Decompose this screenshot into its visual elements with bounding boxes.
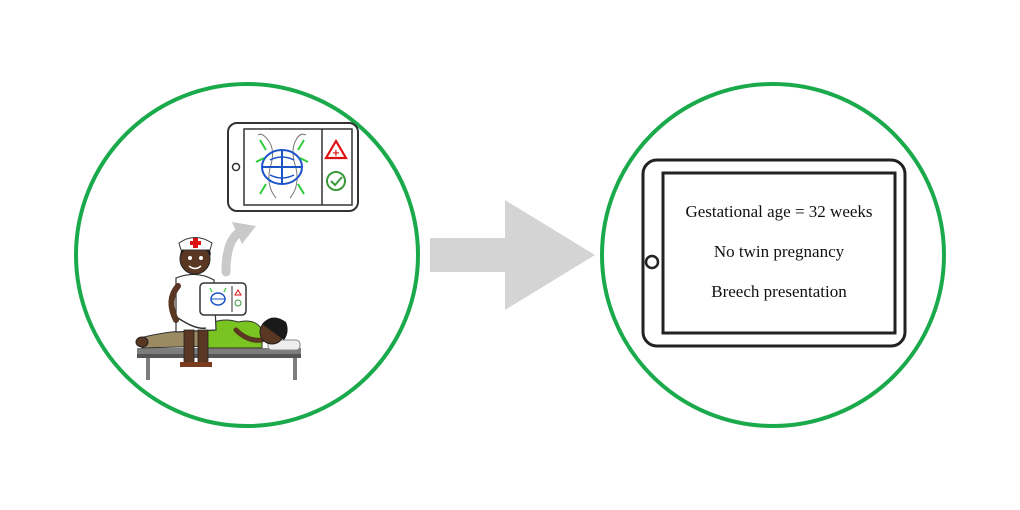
- presentation-text: Breech presentation: [711, 282, 847, 301]
- check-icon: [326, 171, 346, 191]
- handheld-tablet-icon: [199, 282, 247, 316]
- ultrasound-probe: [177, 317, 207, 330]
- warning-icon: +: [324, 138, 348, 160]
- upload-curve-arrowhead: [232, 222, 256, 244]
- svg-text:+: +: [332, 148, 340, 159]
- fetal-scan-graphic: [255, 139, 309, 195]
- nurse-figure: [168, 237, 233, 367]
- scan-tablet-icon: +: [227, 122, 359, 212]
- twin-pregnancy-text: No twin pregnancy: [713, 242, 845, 261]
- result-tablet-icon: [641, 158, 907, 348]
- right-arrow-icon: [430, 200, 595, 310]
- gestational-age-text: Gestational age = 32 weeks: [685, 202, 873, 221]
